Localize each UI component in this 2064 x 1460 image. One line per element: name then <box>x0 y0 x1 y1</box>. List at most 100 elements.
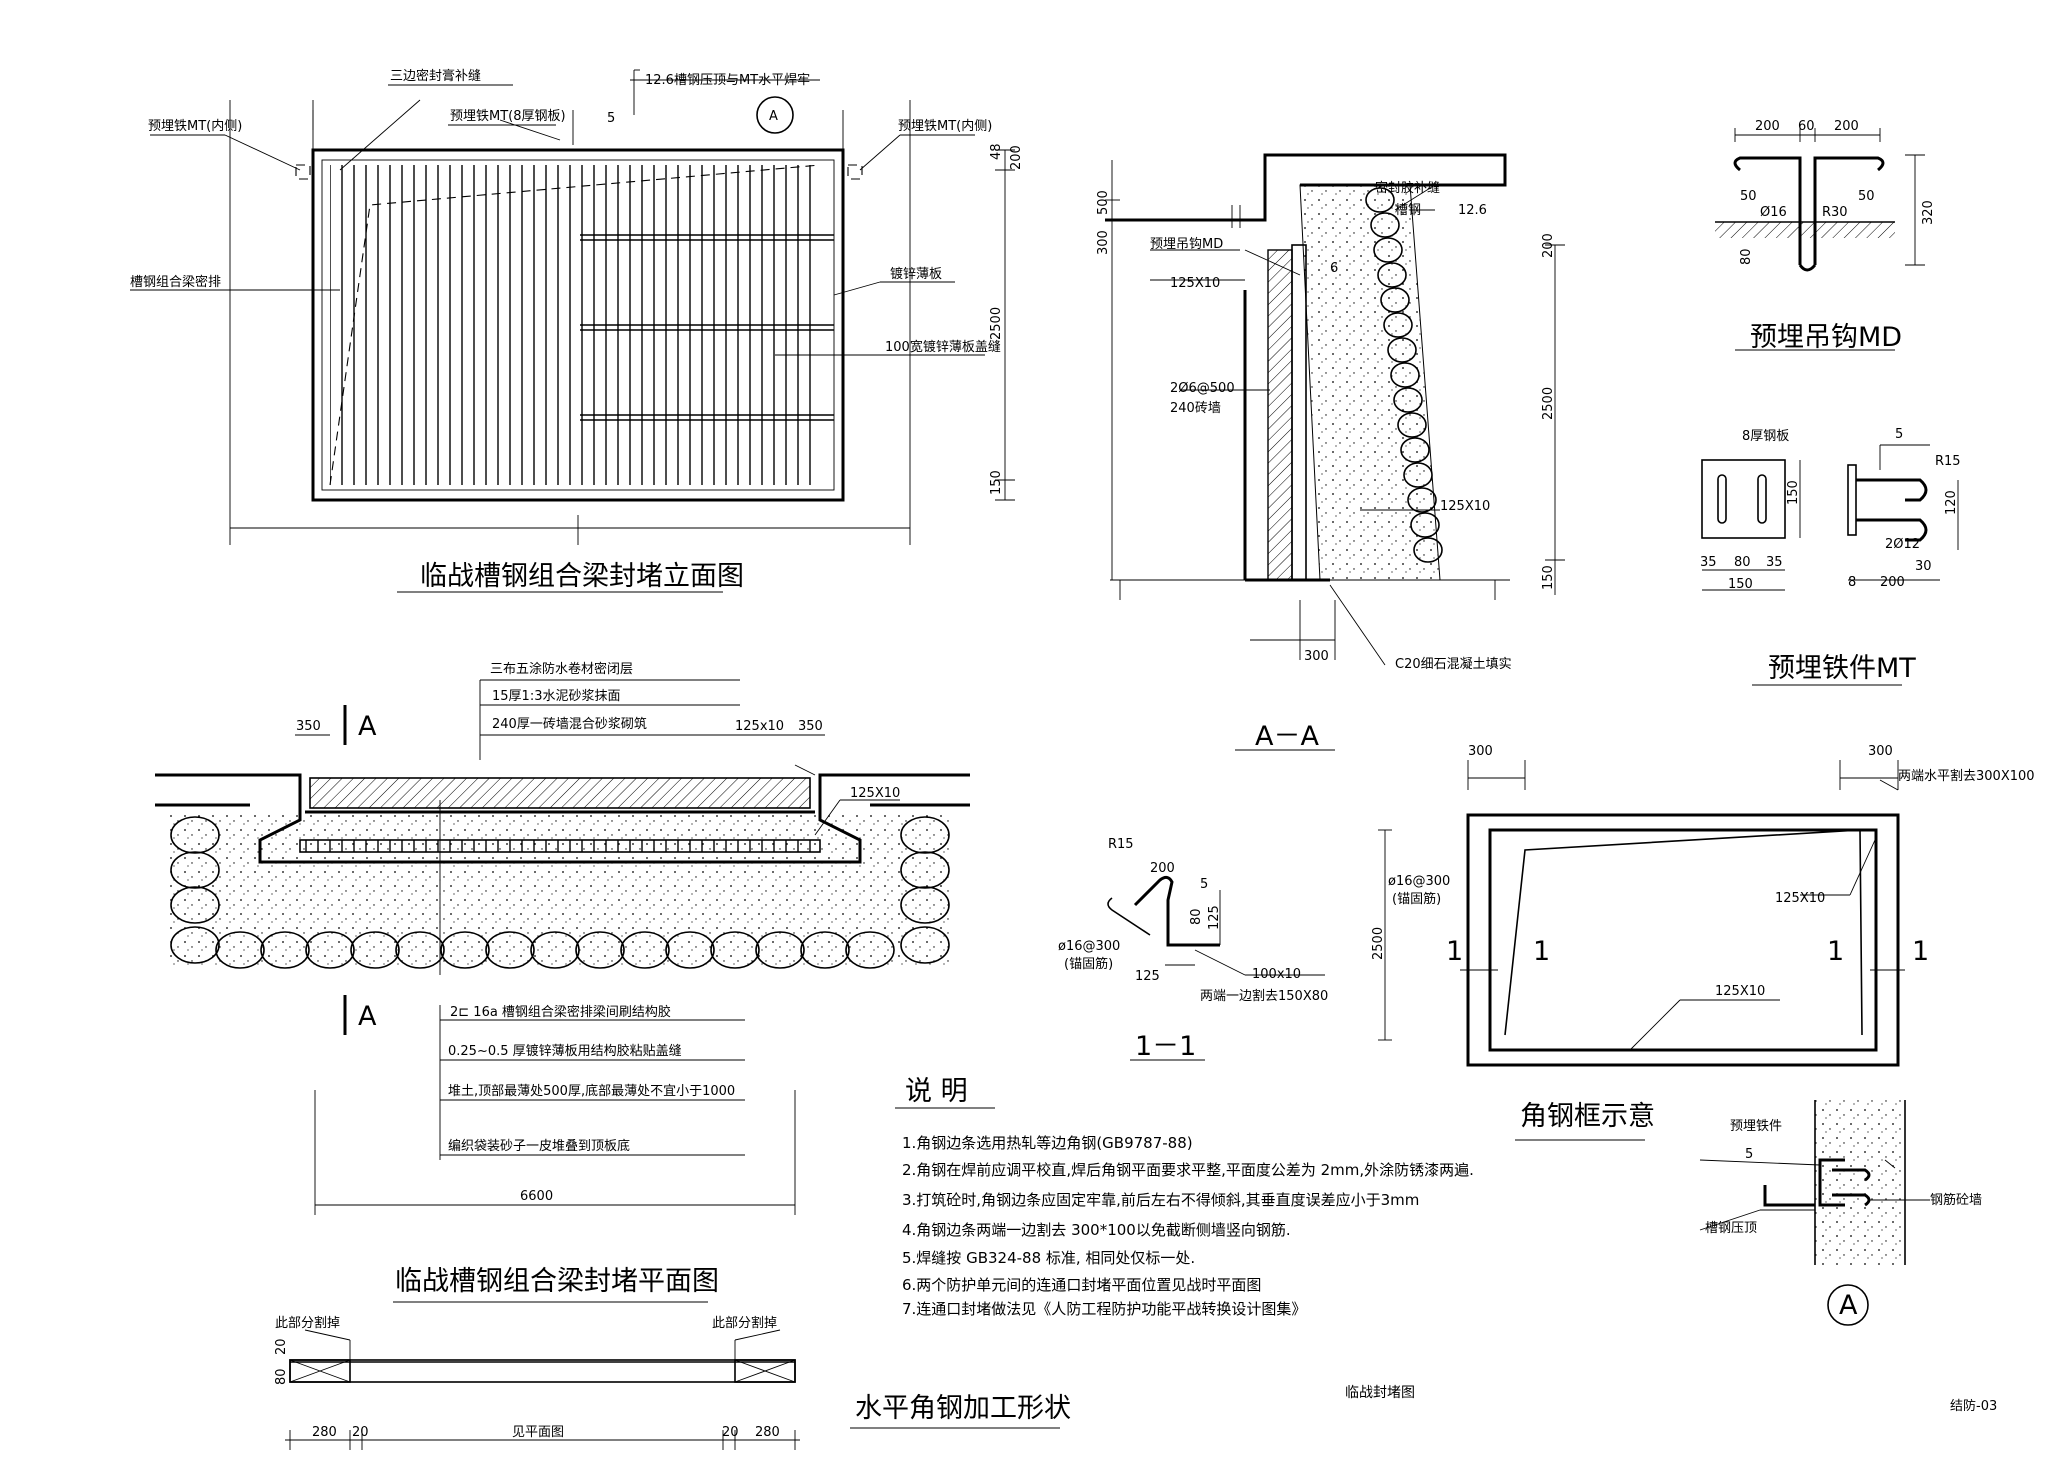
plan-callout-2: 0.25~0.5 厚镀锌薄板用结构胶粘贴盖缝 <box>448 1043 682 1059</box>
ha-label-cut-left: 此部分割掉 <box>275 1315 340 1331</box>
aa-label-brick: 240砖墙 <box>1170 401 1221 416</box>
section-11-title: 1－1 <box>1135 1031 1196 1062</box>
aa-dim-2500: 2500 <box>1541 387 1556 420</box>
mt-dim-200: 200 <box>1880 575 1905 590</box>
mt-dim-30: 30 <box>1915 559 1932 574</box>
frame-sec-right-out: 1 <box>1912 936 1929 967</box>
s11-label-angle: 100x10 <box>1252 967 1301 982</box>
detail-a-mark: A <box>1839 1290 1858 1321</box>
elevation-drawing <box>130 69 1015 593</box>
hook-md-title: 预埋吊钩MD <box>1750 322 1902 353</box>
note-item-3: 3.打筑砼时,角钢边条应固定牢靠,前后左右不得倾斜,其垂直度误差应小于3mm <box>902 1191 1419 1209</box>
embed-mt-title: 预埋铁件MT <box>1768 653 1916 684</box>
plan-layer-2: 15厚1:3水泥砂浆抹面 <box>492 689 620 704</box>
elev-label-galv-sheet: 镀锌薄板 <box>890 266 942 282</box>
hook-md-drawing <box>1715 128 1925 351</box>
ha-dim-280-left: 280 <box>312 1425 337 1440</box>
ha-label-see-plan: 见平面图 <box>512 1425 564 1440</box>
plan-callout-1: 2⊏ 16a 槽钢组合梁密排梁间刷结构胶 <box>450 1004 671 1020</box>
plan-section-mark-bottom: A <box>358 1001 377 1032</box>
detail-a-label-embed: 预埋铁件 <box>1730 1119 1782 1134</box>
section-aa-title: A－A <box>1255 721 1319 752</box>
mt-label-plate: 8厚钢板 <box>1742 429 1789 444</box>
mt-dim-80: 80 <box>1734 555 1751 570</box>
s11-label-anchor: (锚固筋) <box>1064 956 1113 972</box>
frame-label-angle-a: 125X10 <box>1775 891 1825 906</box>
section-aa-drawing <box>1105 153 1565 751</box>
detail-a-label-channel-cap: 槽钢压顶 <box>1705 1221 1757 1236</box>
plan-callout-3: 堆土,顶部最薄处500厚,底部最薄处不宜小于1000 <box>448 1083 735 1099</box>
mt-label-radius: R15 <box>1935 454 1961 469</box>
frame-dim-2500: 2500 <box>1371 927 1386 960</box>
elev-section-mark: A <box>769 109 778 124</box>
aa-label-weld: 6 <box>1330 261 1338 276</box>
elevation-title: 临战槽钢组合梁封堵立面图 <box>420 561 744 592</box>
hook-dim-200b: 200 <box>1834 119 1859 134</box>
aa-dim-200: 200 <box>1541 233 1556 258</box>
mt-dim-120: 120 <box>1944 490 1959 515</box>
mt-dim-150: 150 <box>1786 480 1801 505</box>
frame-label-cut: 两端水平割去300X100 <box>1898 768 2035 784</box>
plan-section-mark-top: A <box>358 711 377 742</box>
hook-dim-60: 60 <box>1798 119 1815 134</box>
s11-dim-125b: 125 <box>1135 969 1160 984</box>
elev-label-embed-mid: 预埋铁MT(8厚钢板) <box>450 109 566 124</box>
hook-dim-r30: R30 <box>1822 205 1848 220</box>
frame-label-angle-b: 125X10 <box>1715 984 1765 999</box>
mt-dim-35b: 35 <box>1766 555 1783 570</box>
detail-a-drawing <box>1699 1100 1930 1326</box>
frame-sec-left-in: 1 <box>1533 936 1550 967</box>
plan-dim-350-left: 350 <box>296 719 321 734</box>
aa-label-rebar: 2Ø6@500 <box>1170 381 1235 396</box>
aa-label-channel-size: 12.6 <box>1458 203 1487 218</box>
aa-label-sealant: 密封胶补缝 <box>1375 180 1440 196</box>
plan-dim-6600: 6600 <box>520 1189 553 1204</box>
ha-dim-280-right: 280 <box>755 1425 780 1440</box>
plan-angle-a: 125x10 <box>735 719 784 734</box>
frame-label-anchor: ø16@300 <box>1388 874 1450 889</box>
plan-drawing <box>155 679 970 1303</box>
elev-dim-150: 150 <box>989 470 1004 495</box>
embed-mt-drawing <box>1701 444 1959 686</box>
hook-dim-80: 80 <box>1739 248 1754 265</box>
aa-label-concrete: C20细石混凝土填实 <box>1395 656 1512 672</box>
frame-sec-right-in: 1 <box>1827 936 1844 967</box>
mt-label-bar: 2Ø12 <box>1885 537 1920 552</box>
hook-dim-50b: 50 <box>1858 189 1875 204</box>
note-item-4: 4.角钢边条两端一边割去 300*100以免截断侧墙竖向钢筋. <box>902 1221 1291 1239</box>
angle-frame-title: 角钢框示意 <box>1520 1101 1655 1132</box>
detail-a-label-weld: 5 <box>1745 1147 1753 1162</box>
sheet-code: 结防-03 <box>1950 1398 1997 1414</box>
s11-label-rebar: ø16@300 <box>1058 939 1120 954</box>
ha-dim-20: 20 <box>274 1338 289 1355</box>
frame-dim-300-left: 300 <box>1468 744 1493 759</box>
mt-dim-150b: 150 <box>1728 577 1753 592</box>
elev-label-weld: 5 <box>607 111 615 126</box>
note-item-5: 5.焊缝按 GB324-88 标准, 相同处仅标一处. <box>902 1249 1195 1267</box>
plan-callout-4: 编织袋装砂子一皮堆叠到顶板底 <box>448 1138 630 1154</box>
mt-label-weld: 5 <box>1895 427 1903 442</box>
ha-dim-20-left: 20 <box>352 1425 369 1440</box>
hook-dim-50a: 50 <box>1740 189 1757 204</box>
note-item-7: 7.连通口封堵做法见《人防工程防护功能平战转换设计图集》 <box>902 1300 1306 1318</box>
elev-dim-2500: 2500 <box>989 307 1004 340</box>
aa-dim-500: 500 <box>1096 190 1111 215</box>
horizontal-angle-title: 水平角钢加工形状 <box>855 1393 1071 1424</box>
hook-dim-phi16: Ø16 <box>1760 205 1787 220</box>
aa-dim-150: 150 <box>1541 565 1556 590</box>
plan-layer-3: 240厚一砖墙混合砂浆砌筑 <box>492 716 647 732</box>
section-11-drawing <box>1107 875 1325 1061</box>
ha-label-cut-right: 此部分割掉 <box>712 1315 777 1331</box>
frame-sec-left-out: 1 <box>1446 936 1463 967</box>
frame-dim-300-right: 300 <box>1868 744 1893 759</box>
notes-heading: 说 明 <box>905 1076 968 1107</box>
plan-angle-b: 125X10 <box>850 786 900 801</box>
aa-label-hook: 预埋吊钩MD <box>1150 237 1223 252</box>
ha-dim-20-right: 20 <box>722 1425 739 1440</box>
plan-layer-1: 三布五涂防水卷材密闭层 <box>490 661 633 677</box>
aa-label-angle-bottom: 125X10 <box>1440 499 1490 514</box>
s11-dim-200: 200 <box>1150 861 1175 876</box>
note-item-1: 1.角钢边条选用热轧等边角钢(GB9787-88) <box>902 1134 1193 1152</box>
s11-label-cut: 两端一边割去150X80 <box>1200 988 1328 1004</box>
